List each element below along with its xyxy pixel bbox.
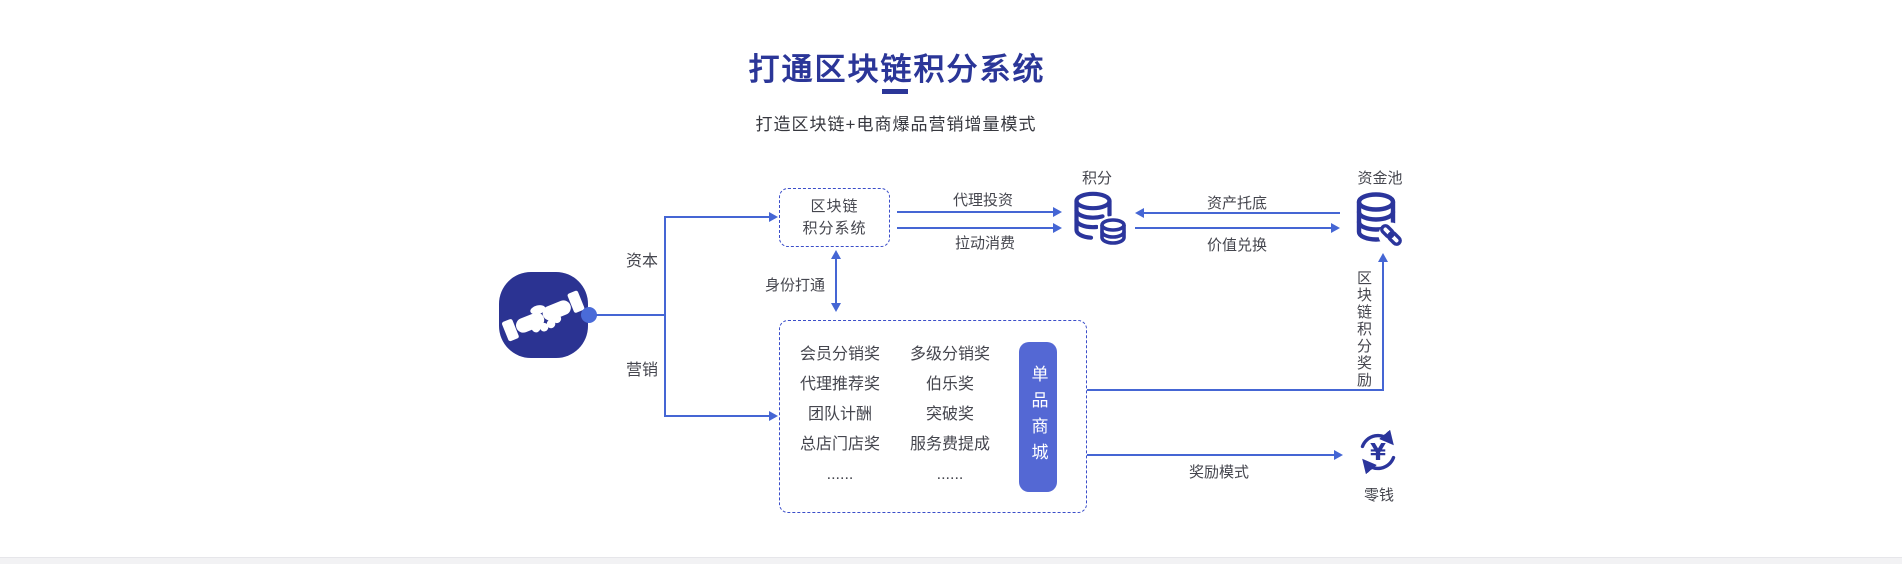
points-label: 积分	[1081, 170, 1112, 187]
asset-backing-label: 资产托底	[1206, 195, 1267, 212]
reward-item: 团队计酬	[807, 406, 872, 423]
svg-text:¥: ¥	[1370, 440, 1386, 466]
agent-investment-label: 代理投资	[952, 192, 1013, 209]
source-line	[596, 314, 665, 316]
agent-investment-line	[897, 211, 1053, 213]
reward-mode-label: 奖励模式	[1188, 464, 1249, 481]
reward-item-ellipsis: ......	[936, 466, 964, 483]
reward-item: 伯乐奖	[925, 376, 974, 393]
blockchain-points-system-box: 区块链 积分系统	[779, 188, 890, 247]
trunk-line	[664, 216, 666, 417]
title-underline	[882, 89, 908, 94]
blockchain-reward-line-h	[1087, 389, 1384, 391]
capital-pool-database-icon	[1356, 192, 1404, 248]
handshake-icon	[502, 290, 585, 342]
capital-arrowhead	[769, 212, 778, 222]
value-exchange-label: 价值兑换	[1206, 237, 1267, 254]
asset-backing-arrowhead	[1135, 208, 1144, 218]
drive-consumption-line	[897, 227, 1053, 229]
drive-consumption-arrowhead	[1053, 223, 1062, 233]
reward-items-column-1: 会员分销奖 代理推荐奖 团队计酬 总店门店奖 ......	[788, 340, 892, 490]
page-subtitle: 打造区块链+电商爆品营销增量模式	[755, 115, 1037, 134]
reward-item: 总店门店奖	[799, 436, 880, 453]
drive-consumption-label: 拉动消费	[954, 235, 1015, 252]
partnership-node	[499, 272, 588, 358]
connector-dot	[581, 307, 597, 323]
reward-item: 服务费提成	[909, 436, 990, 453]
page-title: 打通区块链积分系统	[748, 52, 1046, 87]
marketing-line	[664, 415, 769, 417]
value-exchange-arrowhead	[1331, 223, 1340, 233]
small-change-label: 零钱	[1363, 487, 1394, 504]
reward-items-column-2: 多级分销奖 伯乐奖 突破奖 服务费提成 ......	[898, 340, 1002, 490]
identity-link-arrowhead-down	[831, 303, 841, 312]
single-product-mall-pill: 单品商城	[1019, 342, 1057, 492]
reward-item: 突破奖	[925, 406, 974, 423]
capital-line	[664, 216, 769, 218]
identity-link-arrowhead-up	[831, 250, 841, 259]
blockchain-reward-line-v	[1382, 260, 1384, 391]
bottom-divider	[0, 557, 1902, 564]
value-exchange-line	[1135, 227, 1331, 229]
blockchain-reward-arrowhead	[1378, 253, 1388, 262]
currency-refresh-icon: ¥	[1360, 429, 1396, 475]
asset-backing-line	[1144, 212, 1340, 214]
identity-link-line	[835, 258, 837, 306]
blockchain-points-system-line1: 区块链	[810, 197, 859, 215]
marketing-arrowhead	[769, 411, 778, 421]
reward-item-ellipsis: ......	[826, 466, 854, 483]
capital-pool-label: 资金池	[1357, 170, 1403, 187]
blockchain-reward-label: 区块链积分奖励	[1355, 270, 1372, 389]
identity-link-label: 身份打通	[764, 277, 825, 294]
reward-mode-line	[1087, 454, 1334, 456]
reward-item: 会员分销奖	[799, 346, 880, 363]
reward-item: 代理推荐奖	[799, 376, 880, 393]
single-product-mall-label: 单品商城	[1028, 365, 1048, 469]
reward-item: 多级分销奖	[909, 346, 990, 363]
capital-label: 资本	[625, 253, 658, 270]
agent-investment-arrowhead	[1053, 207, 1062, 217]
blockchain-points-system-line2: 积分系统	[802, 219, 867, 237]
reward-mode-arrowhead	[1334, 450, 1343, 460]
points-database-icon	[1074, 191, 1128, 248]
marketing-label: 营销	[625, 362, 658, 379]
